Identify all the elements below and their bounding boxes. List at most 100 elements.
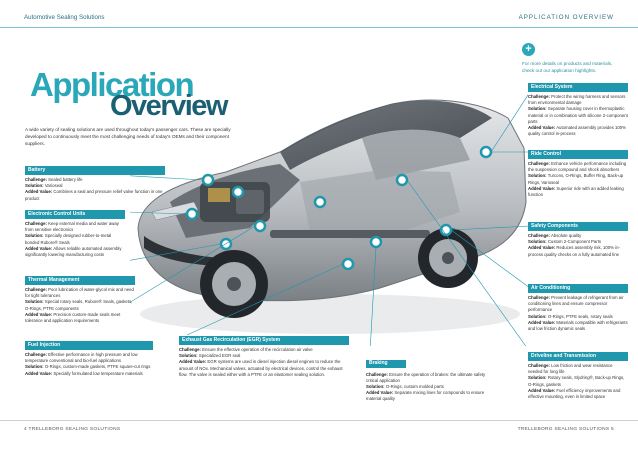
added-value-text: Precision custom-made seals meet toleran… — [25, 311, 121, 323]
solution-text: O-Rings, custom molded parts — [385, 383, 444, 389]
section-title: Braking — [366, 359, 406, 369]
solution-text: O-Rings, custom-made gaskets, PTFE squar… — [44, 364, 151, 370]
label-challenge: Challenge: — [528, 94, 550, 100]
footer-right-page: TRELLEBORG SEALING SOLUTIONS 5 — [517, 427, 614, 432]
challenge-text: Ensure the effective operation of the re… — [202, 347, 313, 353]
label-challenge: Challenge: — [366, 371, 388, 377]
section-title: Thermal Management — [25, 276, 135, 285]
label-challenge: Challenge: — [25, 221, 47, 227]
label-solution: Solution: — [25, 183, 44, 189]
section-fuel-injection: Fuel Injection Challenge: Effective perf… — [25, 341, 153, 377]
section-battery: Battery Challenge: Sealed battery life S… — [25, 166, 165, 202]
added-value-text: Specially formulated low temperature mat… — [53, 370, 143, 376]
solution-text: Custom 2-Component Parts — [547, 239, 602, 245]
section-title: Safety Components — [528, 222, 628, 231]
label-solution: Solution: — [528, 239, 547, 245]
section-title: Exhaust Gas Recirculation (EGR) System — [179, 336, 349, 345]
added-value-text: Materials compatible with refrigerants a… — [528, 319, 628, 331]
solution-text: Varioseal — [44, 183, 63, 189]
label-challenge: Challenge: — [179, 347, 201, 353]
section-thermal: Thermal Management Challenge: Poor lubri… — [25, 276, 135, 324]
application-highlights-note: For more details on products and materia… — [522, 61, 613, 73]
label-solution: Solution: — [366, 383, 385, 389]
section-title: Battery — [25, 166, 165, 175]
section-electrical-system: Electrical System Challenge: Protect the… — [528, 83, 628, 137]
section-safety-components: Safety Components Challenge: Absolute qu… — [528, 222, 628, 258]
solution-text: Turcons, O-Rings, Buffer Ring, Back-up R… — [528, 173, 624, 185]
page-title-line1: Application — [30, 66, 195, 103]
label-added-value: Added Value: — [366, 389, 394, 395]
section-title: Driveline and Transmission — [528, 352, 628, 361]
label-added-value: Added Value: — [528, 124, 556, 130]
section-title: Air Conditioning — [528, 284, 628, 293]
label-added-value: Added Value: — [528, 185, 556, 191]
challenge-text: Protect the wiring harness and sensors f… — [528, 94, 626, 106]
challenge-text: Effective performance in high pressure a… — [25, 352, 138, 364]
label-challenge: Challenge: — [25, 177, 47, 183]
header-publication: Automotive Sealing Solutions — [24, 14, 105, 21]
label-solution: Solution: — [25, 364, 44, 370]
label-challenge: Challenge: — [528, 161, 550, 167]
label-solution: Solution: — [25, 299, 44, 305]
label-added-value: Added Value: — [25, 311, 53, 317]
section-title: Fuel Injection — [25, 341, 153, 350]
label-added-value: Added Value: — [179, 359, 207, 365]
label-solution: Solution: — [179, 353, 198, 359]
label-challenge: Challenge: — [528, 295, 550, 301]
section-ecu: Electronic Control Units Challenge: Keep… — [25, 210, 125, 258]
challenge-text: Keep external media and water away from … — [25, 221, 119, 233]
label-solution: Solution: — [528, 375, 547, 381]
header-section: APPLICATION OVERVIEW — [518, 14, 614, 21]
footer-left-page: 4 TRELLEBORG SEALING SOLUTIONS — [24, 427, 121, 432]
challenge-text: Sealed battery life — [48, 177, 83, 183]
added-value-text: EGR systems are used in diesel injection… — [179, 359, 343, 377]
added-value-text: Fuel efficiency improvements and effecti… — [528, 387, 621, 399]
label-solution: Solution: — [528, 106, 547, 112]
label-solution: Solution: — [528, 313, 547, 319]
solution-text: Specialized EGR seal — [198, 353, 241, 359]
challenge-text: Prevent leakage of refrigerant from air … — [528, 295, 624, 313]
challenge-text: Absolute quality — [550, 233, 582, 239]
page-title-line2: Overview — [110, 90, 228, 122]
challenge-text: Poor lubrication of water-glycol mix and… — [25, 287, 134, 299]
section-title: Ride Control — [528, 150, 628, 159]
car-cutaway-illustration — [130, 94, 528, 346]
added-value-text: Allows reliable automated assembly signi… — [25, 245, 122, 257]
label-added-value: Added Value: — [25, 245, 53, 251]
label-challenge: Challenge: — [528, 363, 550, 369]
added-value-text: Superior ride with an added leaking func… — [528, 185, 624, 197]
solution-text: Separate housing cover in thermoplastic … — [528, 106, 628, 124]
added-value-text: Separate mixing lines for compounds to e… — [366, 389, 485, 401]
section-air-conditioning: Air Conditioning Challenge: Prevent leak… — [528, 284, 628, 332]
solution-text: Specially designed rubber-to-metal bonde… — [25, 233, 112, 245]
label-challenge: Challenge: — [528, 233, 550, 239]
plus-circle-icon[interactable]: + — [522, 43, 535, 56]
solution-text: Rotary seals, Slydring®, Back-up Rings, … — [528, 375, 625, 387]
challenge-text: Ensure the operation of brakes: the ulti… — [366, 371, 486, 383]
challenge-text: Enhance vehicle performance including th… — [528, 161, 627, 173]
label-added-value: Added Value: — [528, 245, 556, 251]
header-divider — [0, 27, 638, 28]
added-value-text: Combines a seal and pressure relief valv… — [25, 189, 163, 201]
label-added-value: Added Value: — [528, 387, 556, 393]
solution-text: O-Rings, PTFE seals, rotary seals — [547, 313, 613, 319]
label-challenge: Challenge: — [25, 352, 47, 358]
section-braking: Braking Challenge: Ensure the operation … — [366, 351, 496, 402]
section-ride-control: Ride Control Challenge: Enhance vehicle … — [528, 150, 628, 198]
section-driveline-transmission: Driveline and Transmission Challenge: Lo… — [528, 352, 628, 400]
added-value-text: Reduces assembly risk, 100% in-process q… — [528, 245, 620, 257]
label-added-value: Added Value: — [25, 370, 53, 376]
label-solution: Solution: — [25, 233, 44, 239]
intro-text: A wide variety of sealing solutions are … — [25, 127, 231, 147]
label-added-value: Added Value: — [528, 319, 556, 325]
solution-text: Special rotary seals, Rubore® Seals, gas… — [25, 299, 133, 311]
section-title: Electrical System — [528, 83, 628, 92]
section-title: Electronic Control Units — [25, 210, 125, 219]
label-solution: Solution: — [528, 173, 547, 179]
label-added-value: Added Value: — [25, 189, 53, 195]
section-egr: Exhaust Gas Recirculation (EGR) System C… — [179, 336, 349, 378]
footer-divider — [0, 420, 638, 421]
label-challenge: Challenge: — [25, 287, 47, 293]
challenge-text: Low friction and wear resistance needed … — [528, 363, 613, 375]
added-value-text: Automated assembly provides 100% quality… — [528, 124, 626, 136]
